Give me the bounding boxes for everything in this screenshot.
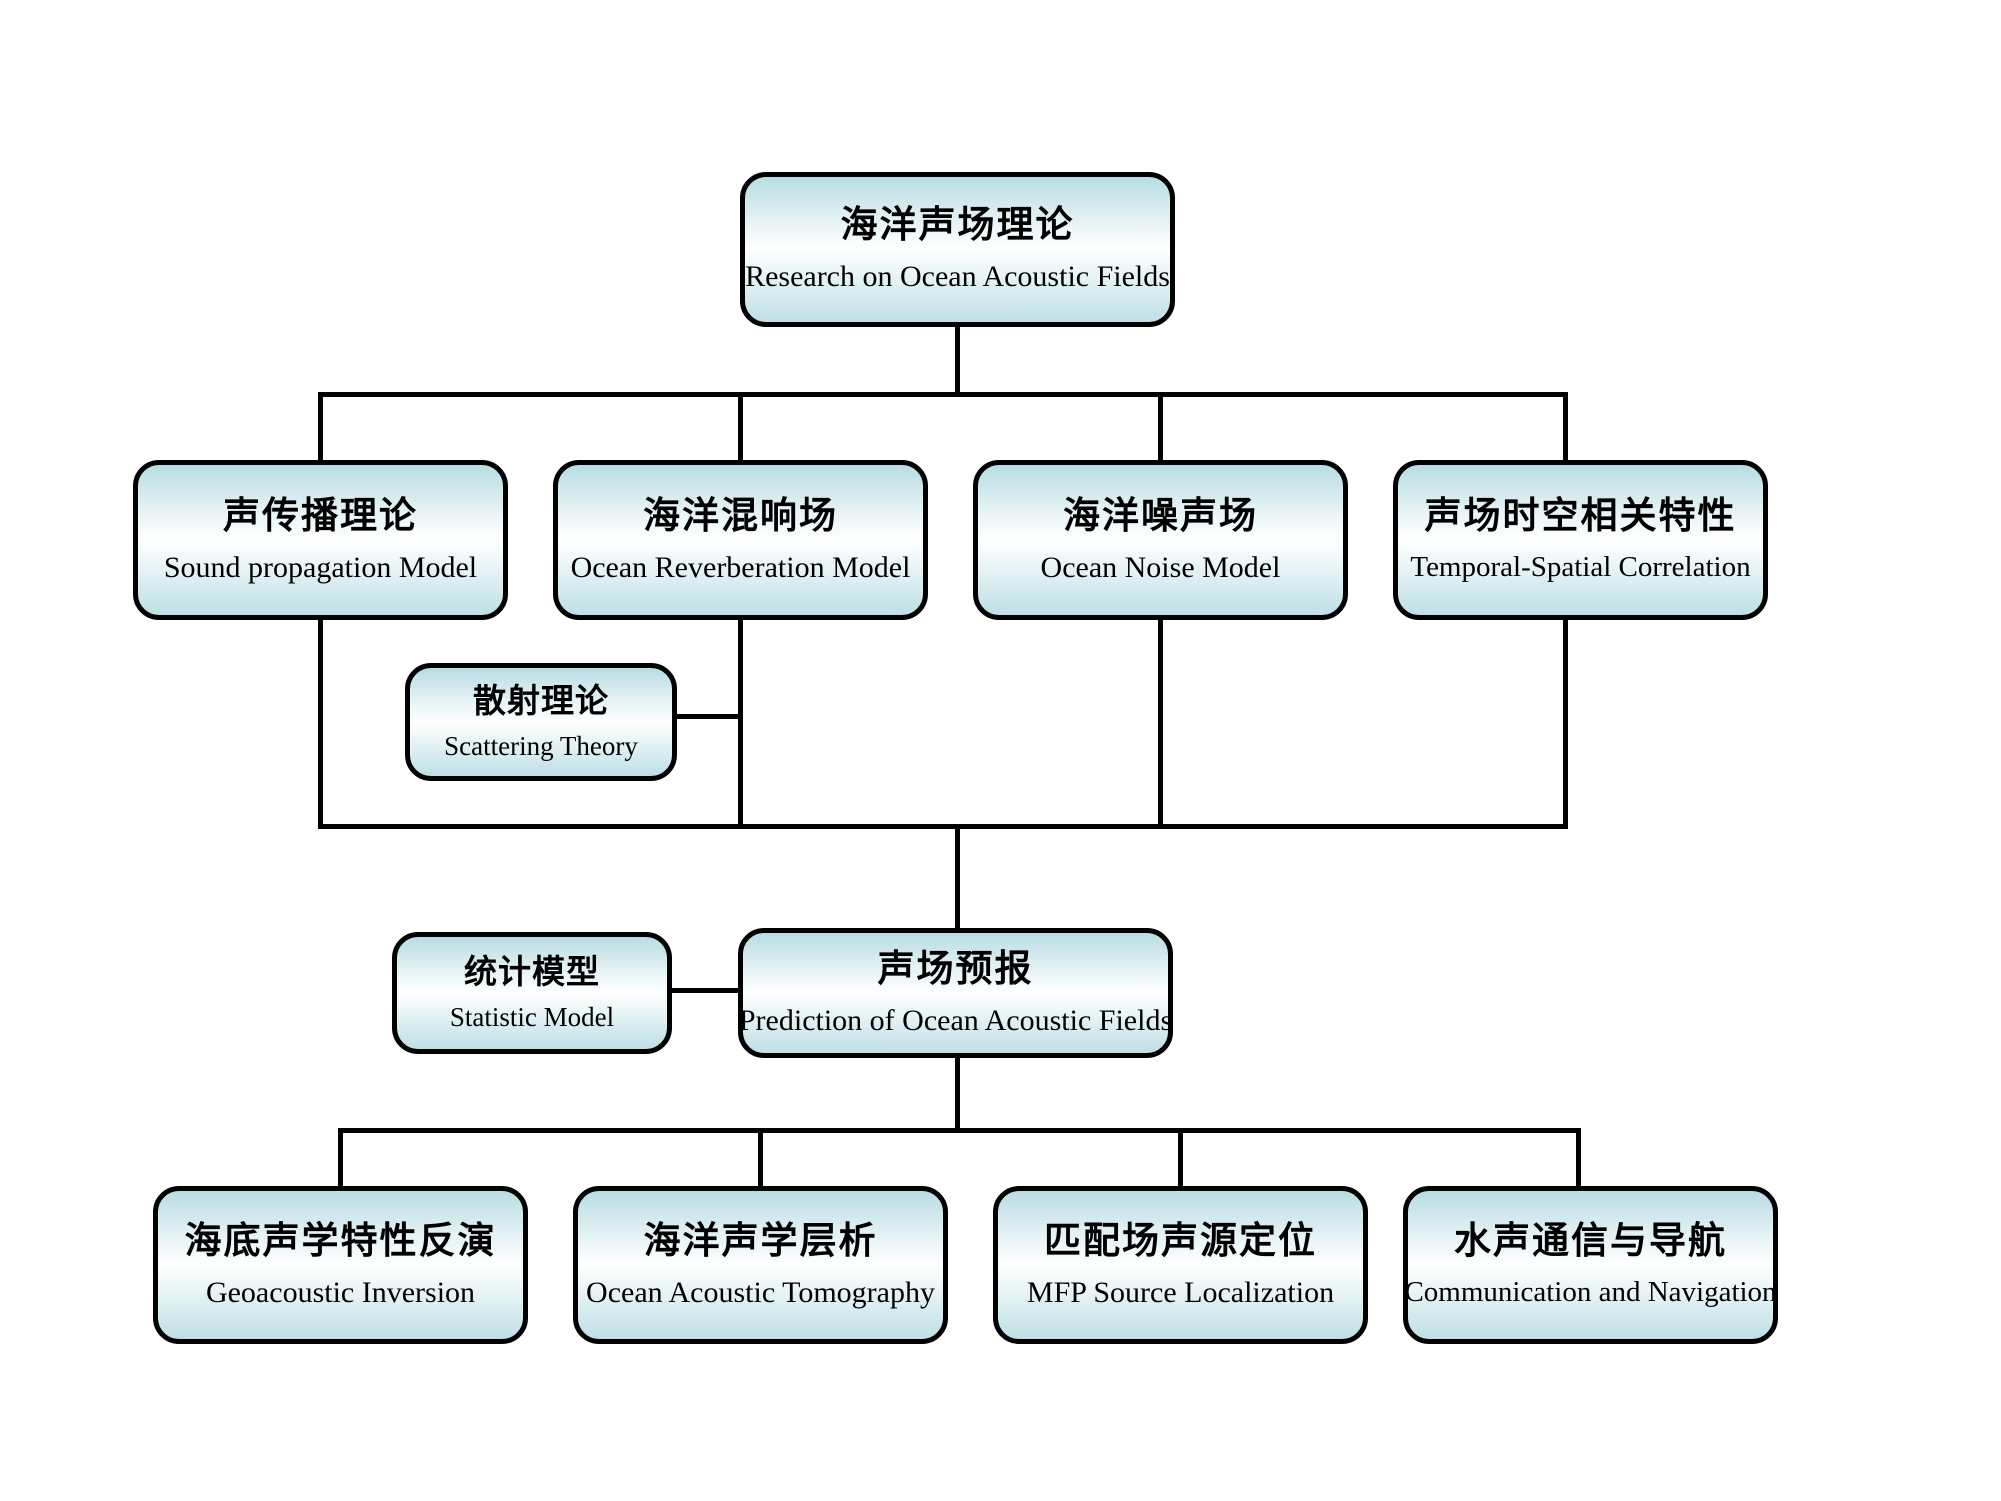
connector-drop-app-4	[1576, 1128, 1581, 1188]
connector-drop-app-3	[1178, 1128, 1183, 1188]
node-root[interactable]: 海洋声场理论 Research on Ocean Acoustic Fields	[740, 172, 1175, 327]
connector-bus-prediction	[318, 824, 1568, 829]
connector-bus-applications	[338, 1128, 1580, 1133]
connector-riser-theory-3	[1158, 620, 1163, 828]
node-scattering-title-cn: 散射理论	[473, 680, 609, 720]
node-application-communication-navigation[interactable]: 水声通信与导航 Communication and Navigation	[1403, 1186, 1778, 1344]
node-prediction[interactable]: 声场预报 Prediction of Ocean Acoustic Fields	[738, 928, 1173, 1058]
node-app-1-title-cn: 海底声学特性反演	[184, 1218, 497, 1262]
node-prediction-title-en: Prediction of Ocean Acoustic Fields	[738, 1003, 1173, 1037]
connector-drop-app-1	[338, 1128, 343, 1188]
connector-bus-theory	[318, 392, 1568, 397]
node-app-2-title-cn: 海洋声学层析	[643, 1218, 878, 1262]
connector-prediction-stem	[955, 1058, 960, 1132]
node-application-geoacoustic-inversion[interactable]: 海底声学特性反演 Geoacoustic Inversion	[153, 1186, 528, 1344]
node-scattering-theory[interactable]: 散射理论 Scattering Theory	[405, 663, 677, 781]
connector-stem-prediction	[955, 824, 960, 930]
connector-riser-theory-2	[738, 620, 743, 828]
node-theory-sound-propagation[interactable]: 声传播理论 Sound propagation Model	[133, 460, 508, 620]
node-statistic-model[interactable]: 统计模型 Statistic Model	[392, 932, 672, 1054]
connector-drop-theory-2	[738, 392, 743, 460]
node-theory-4-title-cn: 声场时空相关特性	[1424, 494, 1737, 538]
connector-drop-theory-1	[318, 392, 323, 460]
connector-drop-theory-3	[1158, 392, 1163, 460]
node-theory-temporal-spatial[interactable]: 声场时空相关特性 Temporal-Spatial Correlation	[1393, 460, 1768, 620]
node-theory-4-title-en: Temporal-Spatial Correlation	[1410, 551, 1751, 584]
node-prediction-title-cn: 声场预报	[877, 946, 1034, 990]
node-theory-1-title-en: Sound propagation Model	[163, 550, 478, 584]
node-statistic-title-cn: 统计模型	[464, 951, 600, 991]
node-theory-ocean-reverberation[interactable]: 海洋混响场 Ocean Reverberation Model	[553, 460, 928, 620]
node-theory-3-title-en: Ocean Noise Model	[1040, 550, 1281, 584]
node-theory-2-title-cn: 海洋混响场	[643, 493, 838, 537]
node-theory-ocean-noise[interactable]: 海洋噪声场 Ocean Noise Model	[973, 460, 1348, 620]
connector-riser-theory-1	[318, 620, 323, 828]
node-app-4-title-en: Communication and Navigation	[1404, 1276, 1777, 1309]
node-app-2-title-en: Ocean Acoustic Tomography	[586, 1275, 935, 1309]
connector-statistic-link	[668, 988, 740, 993]
connector-drop-app-2	[758, 1128, 763, 1188]
connector-riser-theory-4	[1563, 620, 1568, 828]
connector-scattering-link	[672, 714, 740, 719]
node-application-mfp-localization[interactable]: 匹配场声源定位 MFP Source Localization	[993, 1186, 1368, 1344]
node-root-title-cn: 海洋声场理论	[840, 203, 1075, 247]
node-application-acoustic-tomography[interactable]: 海洋声学层析 Ocean Acoustic Tomography	[573, 1186, 948, 1344]
node-root-title-en: Research on Ocean Acoustic Fields	[745, 260, 1170, 294]
node-app-3-title-cn: 匹配场声源定位	[1044, 1218, 1317, 1262]
node-statistic-title-en: Statistic Model	[449, 1002, 615, 1033]
connector-root-stem	[955, 327, 960, 396]
node-app-1-title-en: Geoacoustic Inversion	[205, 1275, 476, 1309]
node-scattering-title-en: Scattering Theory	[444, 731, 638, 762]
node-theory-2-title-en: Ocean Reverberation Model	[570, 550, 911, 584]
node-app-3-title-en: MFP Source Localization	[1026, 1275, 1335, 1309]
node-theory-1-title-cn: 声传播理论	[223, 493, 418, 537]
connector-drop-theory-4	[1563, 392, 1568, 460]
node-app-4-title-cn: 水声通信与导航	[1454, 1219, 1727, 1263]
node-theory-3-title-cn: 海洋噪声场	[1063, 493, 1258, 537]
